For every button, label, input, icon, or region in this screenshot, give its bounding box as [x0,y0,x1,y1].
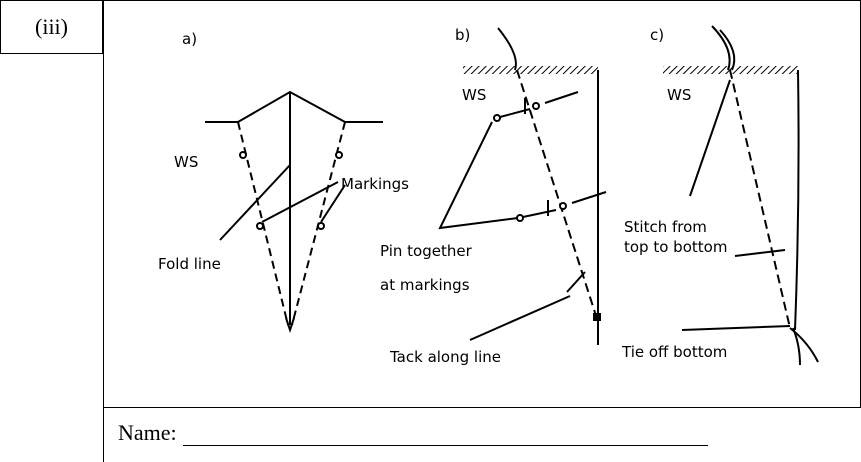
panel-c-tie-label: Tie off bottom [621,343,727,361]
panel-a-mark-1 [239,151,247,159]
panel-b-mark-2 [493,114,501,122]
panel-c-stitch-line [729,69,791,329]
panel-b-tack-tick [566,271,586,293]
panel-b-ws: WS [462,86,486,104]
panel-a-mark-4 [317,222,325,230]
panel-c-fold-edge [794,69,800,331]
panel-c-pointer-stitch [689,79,731,197]
panel-b-mark-3 [559,202,567,210]
panel-c-stitch-label-1: Stitch from [624,218,707,236]
panel-a-fold-label: Fold line [158,255,221,273]
name-blank-line[interactable] [182,423,708,446]
panel-a [205,90,383,334]
panel-b-pointer-pin [438,121,519,230]
panel-c-tail-2 [792,327,801,366]
panel-a-markings-label: Markings [341,175,409,193]
frame-left-border [103,0,104,462]
question-label: (iii) [0,0,103,54]
panel-a-pointer-markings-2 [320,184,346,223]
panel-b-tack-label: Tack along line [389,348,501,366]
panel-c-stitch-label-2: top to bottom [624,238,727,256]
panel-b-pin-label-2: at markings [380,276,470,294]
panel-b-letter: b) [455,26,470,44]
panel-b-end-marker [593,313,601,321]
panel-c-bottom-line [681,325,791,331]
panel-b-pin-2 [522,209,557,218]
panel-a-outline [205,90,383,123]
panel-a-pointer-markings-1 [261,181,339,223]
panel-c-pointer-bottom [734,249,786,257]
panel-b-stitch-line [516,69,599,323]
panel-b-pointer-tack [469,295,571,341]
panel-a-mark-2 [335,151,343,159]
panel-c-ws: WS [667,86,691,104]
panel-b-pin-2-tail [571,191,607,204]
panel-a-letter: a) [182,30,197,48]
name-label: Name: [118,420,177,445]
panel-c-thread-2 [719,29,736,71]
panel-c-letter: c) [650,26,664,44]
panel-b-mark-1 [532,102,540,110]
panel-b-pin-1-tail [544,91,579,104]
panel-c-thread [711,25,731,71]
panel-b-pin-label-1: Pin together [380,242,473,260]
panel-c [663,25,819,366]
panel-b-thread [497,27,517,71]
panel-a-mark-3 [256,222,264,230]
panel-b-fabric-edge [463,66,598,74]
name-field: Name: [118,420,708,446]
panel-a-pointer-fold [219,164,291,241]
panel-a-arrowhead [285,317,295,334]
panel-a-ws: WS [174,153,198,171]
panel-b [438,27,607,345]
